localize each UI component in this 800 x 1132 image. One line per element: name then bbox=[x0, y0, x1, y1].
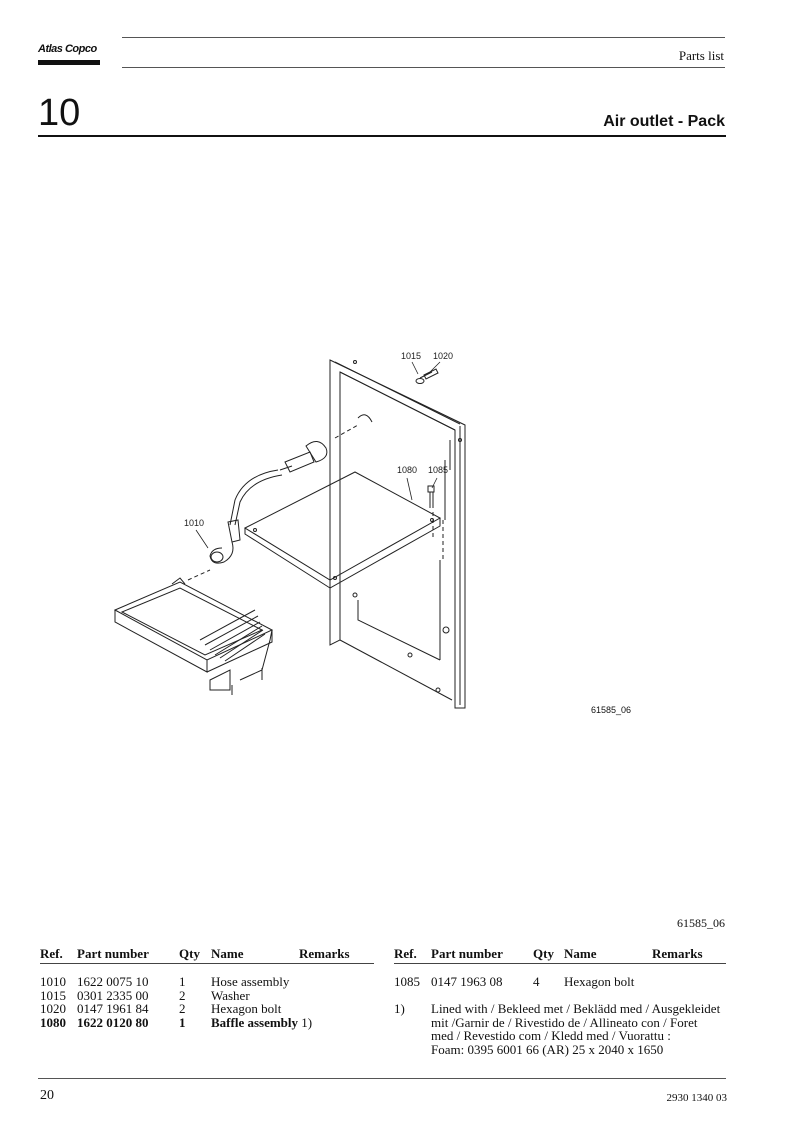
row-part-number: 0301 2335 00 bbox=[77, 987, 149, 1003]
header-part-number: Part number bbox=[77, 946, 149, 961]
footnote-text: Lined with / Bekleed met / Beklädd med /… bbox=[431, 1002, 727, 1056]
brand-name: Atlas Copco bbox=[38, 43, 97, 55]
row-name-remarks: Hose assembly bbox=[211, 975, 374, 989]
header-part-number: Part number bbox=[431, 946, 503, 961]
row-part-number: 0147 1963 08 bbox=[431, 974, 503, 989]
table-header-row: Ref. Part number Qty Name Remarks bbox=[40, 947, 374, 964]
callout-1085: 1085 bbox=[428, 465, 448, 475]
table-row: 1010 1622 0075 10 1 Hose assembly bbox=[40, 975, 374, 989]
row-ref: 1020 bbox=[40, 1001, 66, 1016]
document-number: 2930 1340 03 bbox=[666, 1092, 728, 1104]
row-name: Washer bbox=[211, 987, 250, 1003]
page-number: 20 bbox=[40, 1088, 54, 1103]
figure-id: 61585_06 bbox=[677, 916, 725, 930]
row-name-remarks: Washer bbox=[211, 987, 374, 1003]
row-name: Hexagon bolt bbox=[564, 974, 635, 989]
callout-1080: 1080 bbox=[397, 465, 417, 475]
section-title: Air outlet - Pack bbox=[603, 113, 725, 130]
hose-assembly bbox=[209, 441, 328, 564]
header-qty: Qty bbox=[533, 946, 554, 961]
row-ref: 1010 bbox=[40, 974, 66, 989]
row-part-number: 0147 1961 84 bbox=[77, 1001, 149, 1016]
footnote-line-1: Lined with / Bekleed met / Beklädd med /… bbox=[431, 1001, 721, 1016]
footer-rule bbox=[38, 1078, 726, 1079]
side-panel bbox=[329, 359, 466, 709]
row-name-remarks: Baffle assembly 1) bbox=[211, 1014, 374, 1030]
title-rule bbox=[38, 135, 726, 137]
atlas-copco-logo: Atlas Copco bbox=[38, 38, 100, 68]
header-qty: Qty bbox=[179, 946, 200, 961]
table-row: 1015 0301 2335 00 2 Washer bbox=[40, 987, 374, 1003]
chapter-number: 10 bbox=[38, 92, 81, 134]
row-ref: 1080 bbox=[40, 1014, 66, 1030]
row-qty: 2 bbox=[179, 1001, 186, 1016]
row-name: Baffle assembly bbox=[211, 1014, 299, 1030]
callout-1020: 1020 bbox=[433, 351, 453, 361]
row-qty: 1 bbox=[179, 974, 186, 989]
row-qty: 1 bbox=[179, 1014, 186, 1030]
table-header-row: Ref. Part number Qty Name Remarks bbox=[394, 947, 726, 964]
row-part-number: 1622 0120 80 bbox=[77, 1014, 149, 1030]
row-part-number: 1622 0075 10 bbox=[77, 974, 149, 989]
header-label: Parts list bbox=[678, 48, 724, 63]
footnote-line-2: mit /Garnir de / Rivestido de / Allineat… bbox=[431, 1014, 698, 1030]
figure-id-small: 61585_06 bbox=[591, 705, 632, 715]
header-remarks: Remarks bbox=[299, 946, 350, 961]
row-name: Hose assembly bbox=[211, 974, 290, 989]
header-ref: Ref. bbox=[40, 946, 63, 961]
header-top-rule bbox=[122, 37, 725, 38]
top-bolt bbox=[415, 368, 439, 384]
footnote-line-3: med / Revestido com / Kledd med / Vuorat… bbox=[431, 1028, 671, 1043]
row-remarks: 1) bbox=[301, 1014, 313, 1030]
row-qty: 4 bbox=[533, 974, 540, 989]
logo-bar bbox=[38, 60, 100, 65]
header-remarks: Remarks bbox=[652, 946, 703, 961]
cooler-unit bbox=[113, 577, 274, 695]
row-ref: 1085 bbox=[394, 974, 420, 989]
header-name: Name bbox=[564, 946, 597, 961]
exploded-view-drawing: 1015 1020 1080 1085 1010 bbox=[113, 351, 466, 709]
row-qty: 2 bbox=[179, 987, 186, 1003]
callout-1015: 1015 bbox=[401, 351, 421, 361]
table-row: 1085 0147 1963 08 4 Hexagon bolt bbox=[394, 975, 726, 989]
baffle-bolt bbox=[427, 485, 435, 508]
parts-table-left: Ref. Part number Qty Name Remarks 1010 1… bbox=[40, 947, 374, 1029]
parts-table-right: Ref. Part number Qty Name Remarks 1085 0… bbox=[394, 947, 726, 989]
row-ref: 1015 bbox=[40, 987, 66, 1003]
table-row: 1020 0147 1961 84 2 Hexagon bolt bbox=[40, 1002, 374, 1016]
footnote-marker: 1) bbox=[394, 1001, 405, 1016]
row-name: Hexagon bolt bbox=[211, 1001, 282, 1016]
callout-1010: 1010 bbox=[184, 518, 204, 528]
assembly-lines bbox=[187, 424, 444, 581]
baffle-plate bbox=[243, 471, 442, 589]
header-bottom-rule bbox=[122, 67, 725, 68]
table-row: 1080 1622 0120 80 1 Baffle assembly 1) bbox=[40, 1014, 374, 1030]
leader-lines bbox=[195, 361, 441, 549]
footnote-line-4: Foam: 0395 6001 66 (AR) 25 x 2040 x 1650 bbox=[431, 1041, 664, 1057]
row-name-remarks: Hexagon bolt bbox=[211, 1002, 374, 1016]
header-name: Name bbox=[211, 946, 244, 961]
header-ref: Ref. bbox=[394, 946, 417, 961]
